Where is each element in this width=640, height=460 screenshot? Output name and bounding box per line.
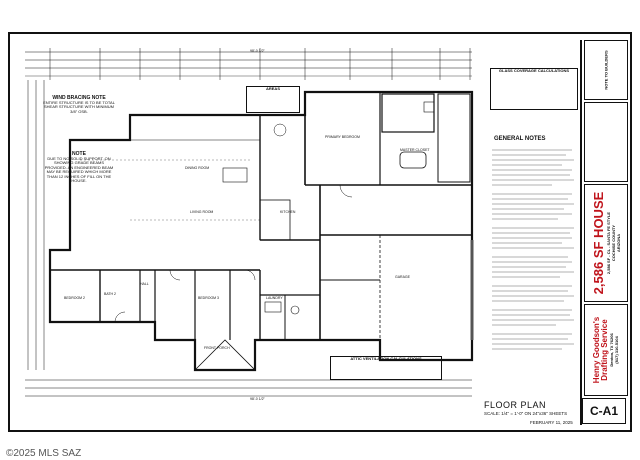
project-headline: 2,586 SF HOUSE (591, 191, 606, 295)
glass-coverage-table: GLASS COVERAGE CALCULATIONS (490, 68, 578, 110)
wind-bracing-note: WIND BRACING NOTE ENTIRE STRUCTURE IS TO… (43, 95, 115, 114)
title-block: NOTE TO BUILDERS 2,586 SF HOUSE 2,586 SF… (580, 40, 630, 425)
firm-name: Henry Goodson's Drafting Service (592, 316, 609, 384)
overall-width-top: 98'-0 1/2" (250, 49, 265, 53)
room-living: LIVING ROOM (190, 210, 214, 214)
signature-box (584, 102, 628, 182)
room-front-porch: FRONT PORCH (204, 346, 230, 350)
foundation-note: NOTE DUE TO NO SOLID SUPPORT, ON SHOWING… (44, 151, 114, 183)
room-laundry: LAUNDRY (266, 296, 283, 300)
room-dining: DINING ROOM (185, 166, 210, 170)
room-master-closet: MASTER CLOSET (400, 148, 430, 152)
room-bedroom-2: BEDROOM 2 (64, 296, 86, 300)
mls-watermark: ©2025 MLS SAZ (6, 448, 82, 459)
room-primary-bedroom: PRIMARY BEDROOM (325, 135, 360, 139)
drawing-sheet (8, 32, 632, 432)
general-notes-text (492, 149, 574, 350)
overall-width-bottom: 98'-0 1/2" (250, 397, 265, 401)
general-notes-title: GENERAL NOTES (494, 136, 546, 142)
room-hall: HALL (140, 282, 149, 286)
notes-column: GLASS COVERAGE CALCULATIONS GENERAL NOTE… (488, 40, 578, 410)
firm-phone: (817) 310-5104 (614, 336, 619, 364)
room-bath-2: BATH 2 (104, 292, 116, 296)
room-bedroom-3: BEDROOM 3 (198, 296, 220, 300)
project-subtitle-3: ARIZONA (616, 233, 621, 253)
project-title-box: 2,586 SF HOUSE 2,586 SF - CL - SANTA FE … (584, 184, 628, 302)
ventilation-table: ATTIC VENTILATION CALCULATIONS (330, 356, 442, 380)
sheet-number: C-A1 (582, 398, 626, 424)
drawing-date: FEBRUARY 11, 2025 (530, 420, 573, 425)
room-kitchen: KITCHEN (280, 210, 296, 214)
drawing-caption: FLOOR PLAN (484, 400, 547, 410)
note-to-builders-box: NOTE TO BUILDERS (584, 40, 628, 100)
area-table: AREAS (246, 86, 300, 113)
firm-box: Henry Goodson's Drafting Service Denton,… (584, 304, 628, 396)
drawing-scale: SCALE: 1/4" = 1'-0" ON 24"x36" SHEETS (484, 411, 568, 416)
floor-plan-drawing (25, 48, 474, 397)
room-garage: GARAGE (395, 275, 410, 279)
